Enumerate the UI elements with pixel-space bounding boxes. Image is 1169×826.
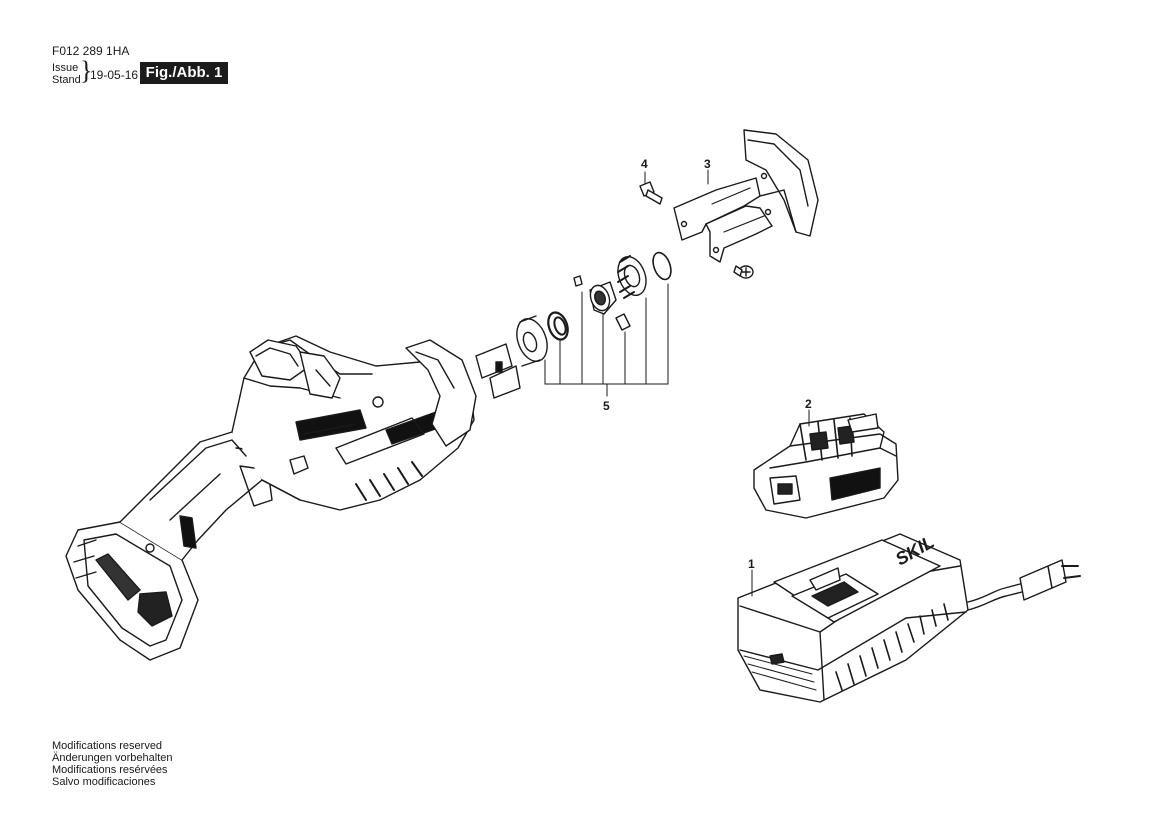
notice-de: Änderungen vorbehalten	[52, 752, 173, 764]
callout-1: 1	[748, 557, 755, 571]
modifications-notice: Modifications reserved Änderungen vorbeh…	[52, 740, 172, 788]
blade-clamp-assembly	[516, 251, 672, 367]
battery-charger	[737, 533, 1081, 703]
notice-es: Salvo modificaciones	[52, 776, 156, 788]
notice-fr: Modifications resérvées	[52, 764, 168, 776]
issue-date: 19-05-16	[90, 68, 139, 82]
issue-stand-labels: Issue Stand	[52, 62, 81, 86]
callout-4: 4	[641, 157, 648, 171]
item-5-leader-lines	[544, 283, 669, 397]
belt-clip-bracket	[673, 129, 819, 263]
battery-pack	[753, 413, 899, 519]
issue-brace: }	[80, 56, 93, 85]
callout-2: 2	[805, 397, 812, 411]
figure-label: Fig./Abb. 1	[140, 62, 228, 84]
stand-label: Stand	[52, 74, 81, 86]
callout-5: 5	[603, 399, 610, 413]
notice-en: Modifications reserved	[52, 740, 163, 752]
callout-leaders-3-4	[644, 169, 709, 185]
callout-leaders-1-2	[751, 409, 810, 597]
document-code: F012 289 1HA	[52, 44, 130, 58]
bracket-screws	[639, 181, 754, 279]
reciprocating-saw-body	[65, 335, 521, 661]
issue-label: Issue	[52, 62, 79, 74]
callout-3: 3	[704, 157, 711, 171]
